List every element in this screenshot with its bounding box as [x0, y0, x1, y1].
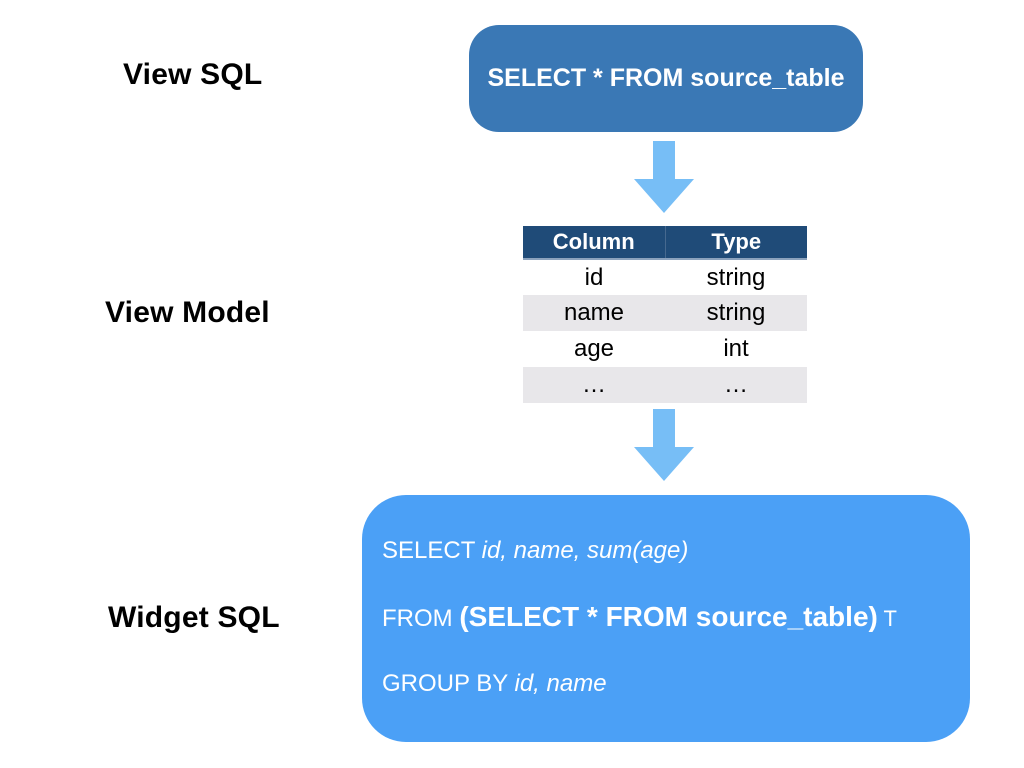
sql-segment-italic: id, name: [514, 669, 607, 697]
sql-segment-bold: (SELECT * FROM source_table): [459, 600, 878, 632]
sql-segment-small: T: [877, 605, 897, 631]
widget-sql-line: FROM (SELECT * FROM source_table) T: [382, 600, 970, 634]
table-cell: …: [665, 367, 807, 403]
table-cell: int: [723, 335, 749, 362]
table-cell: string: [665, 295, 807, 331]
view-sql-box: SELECT * FROM source_table: [469, 25, 863, 132]
widget-sql-box: SELECT id, name, sum(age) FROM (SELECT * …: [362, 495, 970, 742]
sql-segment-regular: GROUP BY: [382, 669, 515, 697]
down-arrow-icon: [634, 409, 694, 481]
view-sql-label: View SQL: [123, 58, 263, 91]
widget-sql-label: Widget SQL: [108, 601, 280, 634]
table-row: ……: [523, 367, 807, 403]
table-cell: …: [523, 367, 665, 403]
table-cell: name: [523, 295, 665, 331]
table-row: age int: [523, 331, 807, 367]
sql-segment-italic: id, name, sum(age): [481, 537, 689, 564]
view-model-label: View Model: [105, 296, 270, 329]
view-model-table-header: Column Type: [523, 226, 807, 260]
type-header: Type: [665, 226, 807, 260]
down-arrow-icon: [634, 141, 694, 213]
table-cell: id: [584, 263, 604, 291]
widget-sql-line: SELECT id, name, sum(age): [382, 537, 970, 566]
column-header: Column: [523, 226, 666, 260]
sql-segment-regular: FROM: [382, 604, 460, 632]
table-cell: string: [706, 263, 766, 291]
view-sql-text: SELECT * FROM source_table: [487, 64, 845, 92]
table-cell: age: [573, 335, 615, 362]
sql-segment-regular: SELECT: [382, 537, 482, 564]
table-row: id string: [523, 259, 807, 295]
widget-sql-line: GROUP BY id, name: [382, 670, 970, 699]
